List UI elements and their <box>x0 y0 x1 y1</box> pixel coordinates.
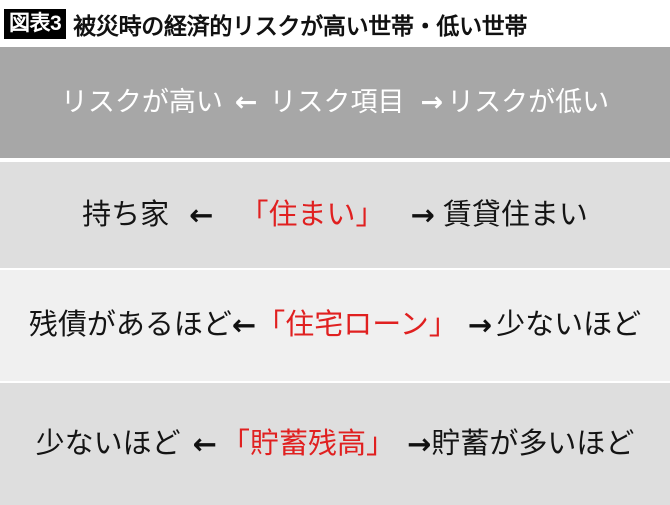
row-right-arrow-icon: → <box>407 426 432 461</box>
table-row: 残債があるほど ← 「住宅ローン」 → 少ないほど <box>0 270 670 381</box>
row-left-arrow-icon: ← <box>192 426 217 461</box>
figure-title: 被災時の経済的リスクが高い世帯・低い世帯 <box>73 12 528 39</box>
figure-title-bar: 図表3 被災時の経済的リスクが高い世帯・低い世帯 <box>0 0 670 47</box>
row-left-label: 持ち家 <box>82 198 170 231</box>
row-left-arrow-icon: ← <box>189 197 214 232</box>
table-row: 少ないほど ← 「貯蓄残高」 → 貯蓄が多いほど <box>0 383 670 505</box>
table-header-row: リスクが高い ← リスク項目 → リスクが低い <box>0 47 670 158</box>
figure-number-badge: 図表3 <box>4 8 67 39</box>
header-left-label: リスクが高い <box>60 87 223 117</box>
row-left-label: 残債があるほど <box>28 309 232 341</box>
header-right-label: リスクが低い <box>447 87 610 117</box>
row-right-arrow-icon: → <box>410 197 435 232</box>
row-left-arrow-icon: ← <box>231 308 257 342</box>
row-right-arrow-icon: → <box>467 308 493 342</box>
row-item-label: 「貯蓄残高」 <box>220 427 395 460</box>
header-left-arrow-icon: ← <box>234 87 258 118</box>
row-item-label: 「住まい」 <box>239 198 385 231</box>
row-item-label: 「住宅ローン」 <box>256 309 458 341</box>
row-right-label: 賃貸住まい <box>442 198 588 231</box>
table-row: 持ち家 ← 「住まい」 → 賃貸住まい <box>0 162 670 268</box>
row-right-label: 貯蓄が多いほど <box>431 427 635 460</box>
row-left-label: 少ないほど <box>35 427 181 460</box>
header-right-arrow-icon: → <box>420 87 444 118</box>
header-center-label: リスク項目 <box>269 87 405 117</box>
row-right-label: 少ないほど <box>496 309 642 341</box>
